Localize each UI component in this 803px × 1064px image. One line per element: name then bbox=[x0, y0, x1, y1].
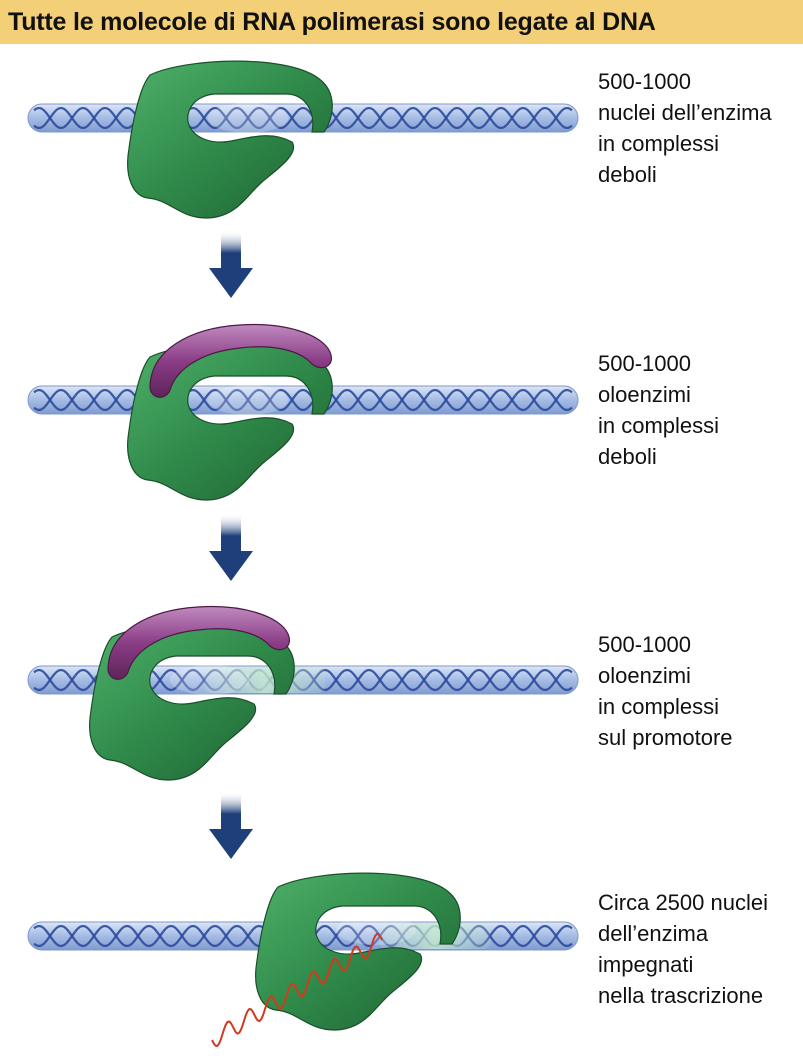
stage-3-line-1: 500-1000 bbox=[598, 632, 691, 657]
stage-2-label: 500-1000 oloenzimi in complessi deboli bbox=[598, 348, 719, 472]
stage-2-line-4: deboli bbox=[598, 444, 657, 469]
arrow-head bbox=[209, 551, 253, 581]
stage-1-label: 500-1000 nuclei dell’enzima in complessi… bbox=[598, 66, 772, 190]
stage-1-line-2: nuclei dell’enzima bbox=[598, 100, 772, 125]
dna-1 bbox=[27, 103, 579, 133]
elongating-core-enzyme-4 bbox=[255, 872, 461, 1031]
promoter-region bbox=[205, 667, 325, 693]
promoter-region bbox=[380, 923, 490, 949]
dna-2 bbox=[27, 385, 579, 415]
stage-2-line-1: 500-1000 bbox=[598, 351, 691, 376]
sigma-factor bbox=[149, 323, 332, 398]
stage-1-line-3: in complessi bbox=[598, 131, 720, 156]
core-enzyme-body bbox=[89, 622, 295, 781]
holoenzyme-3-core bbox=[89, 622, 295, 781]
figure-title: Tutte le molecole di RNA polimerasi sono… bbox=[8, 7, 656, 36]
process-arrow-3 bbox=[209, 793, 253, 859]
holoenzyme-2-sigma bbox=[149, 323, 332, 398]
arrow-head bbox=[209, 268, 253, 298]
stage-2-line-3: in complessi bbox=[598, 413, 720, 438]
stage-2-line-2: oloenzimi bbox=[598, 382, 691, 407]
process-arrow-1 bbox=[209, 232, 253, 298]
process-arrow-2 bbox=[209, 515, 253, 581]
sigma-factor bbox=[107, 605, 290, 680]
stage-4-label: Circa 2500 nuclei dell’enzima impegnati … bbox=[598, 887, 768, 1011]
stage-1-line-4: deboli bbox=[598, 162, 657, 187]
enzyme-channel bbox=[208, 385, 288, 415]
stage-3-label: 500-1000 oloenzimi in complessi sul prom… bbox=[598, 629, 733, 753]
core-enzyme-body bbox=[127, 342, 333, 501]
core-enzyme-body bbox=[255, 872, 461, 1031]
arrow-shaft bbox=[221, 793, 241, 831]
dna-strand-2 bbox=[33, 389, 573, 411]
arrow-head bbox=[209, 829, 253, 859]
rna-transcript bbox=[211, 932, 383, 1048]
enzyme-channel bbox=[336, 915, 416, 945]
arrow-shaft bbox=[221, 232, 241, 270]
stage-3-line-2: oloenzimi bbox=[598, 663, 691, 688]
enzyme-channel bbox=[208, 103, 288, 133]
core-enzyme-1 bbox=[127, 60, 333, 219]
core-enzyme-body bbox=[127, 60, 333, 219]
title-bar: Tutte le molecole di RNA polimerasi sono… bbox=[0, 0, 803, 44]
stage-4-line-1: Circa 2500 nuclei bbox=[598, 890, 768, 915]
stage-1-line-1: 500-1000 bbox=[598, 69, 691, 94]
stage-3-line-3: in complessi bbox=[598, 694, 720, 719]
arrow-shaft bbox=[221, 515, 241, 553]
holoenzyme-3-sigma bbox=[107, 605, 290, 680]
dna-strand-1 bbox=[33, 107, 573, 129]
stage-4-line-2: dell’enzima bbox=[598, 921, 709, 946]
enzyme-channel bbox=[170, 665, 250, 695]
stage-3-line-4: sul promotore bbox=[598, 725, 733, 750]
stage-4-line-3: impegnati bbox=[598, 952, 694, 977]
holoenzyme-2-core bbox=[127, 342, 333, 501]
stage-4-line-4: nella trascrizione bbox=[598, 983, 764, 1008]
dna-strand-2 bbox=[33, 107, 573, 129]
dna-strand-1 bbox=[33, 389, 573, 411]
